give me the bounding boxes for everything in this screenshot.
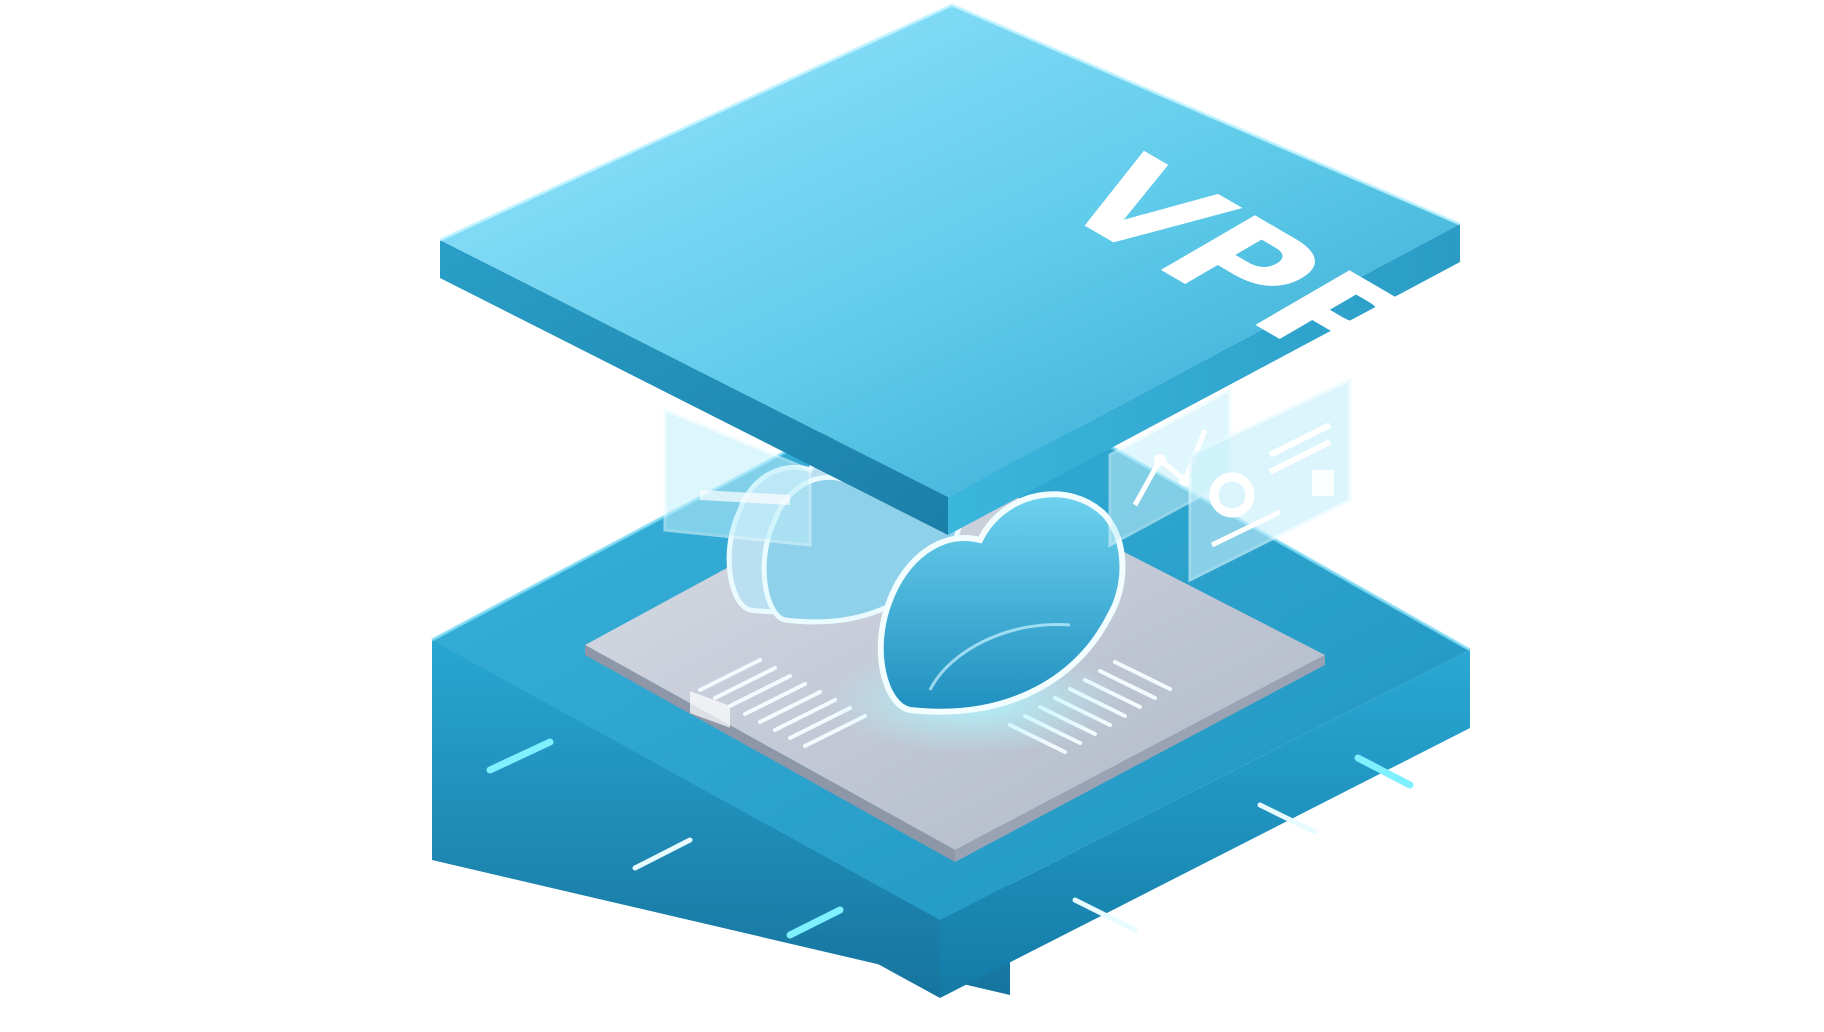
dashboard-card-icon	[1188, 377, 1352, 583]
left-glass-panel	[663, 407, 812, 728]
base-glow-lines	[486, 738, 1414, 939]
